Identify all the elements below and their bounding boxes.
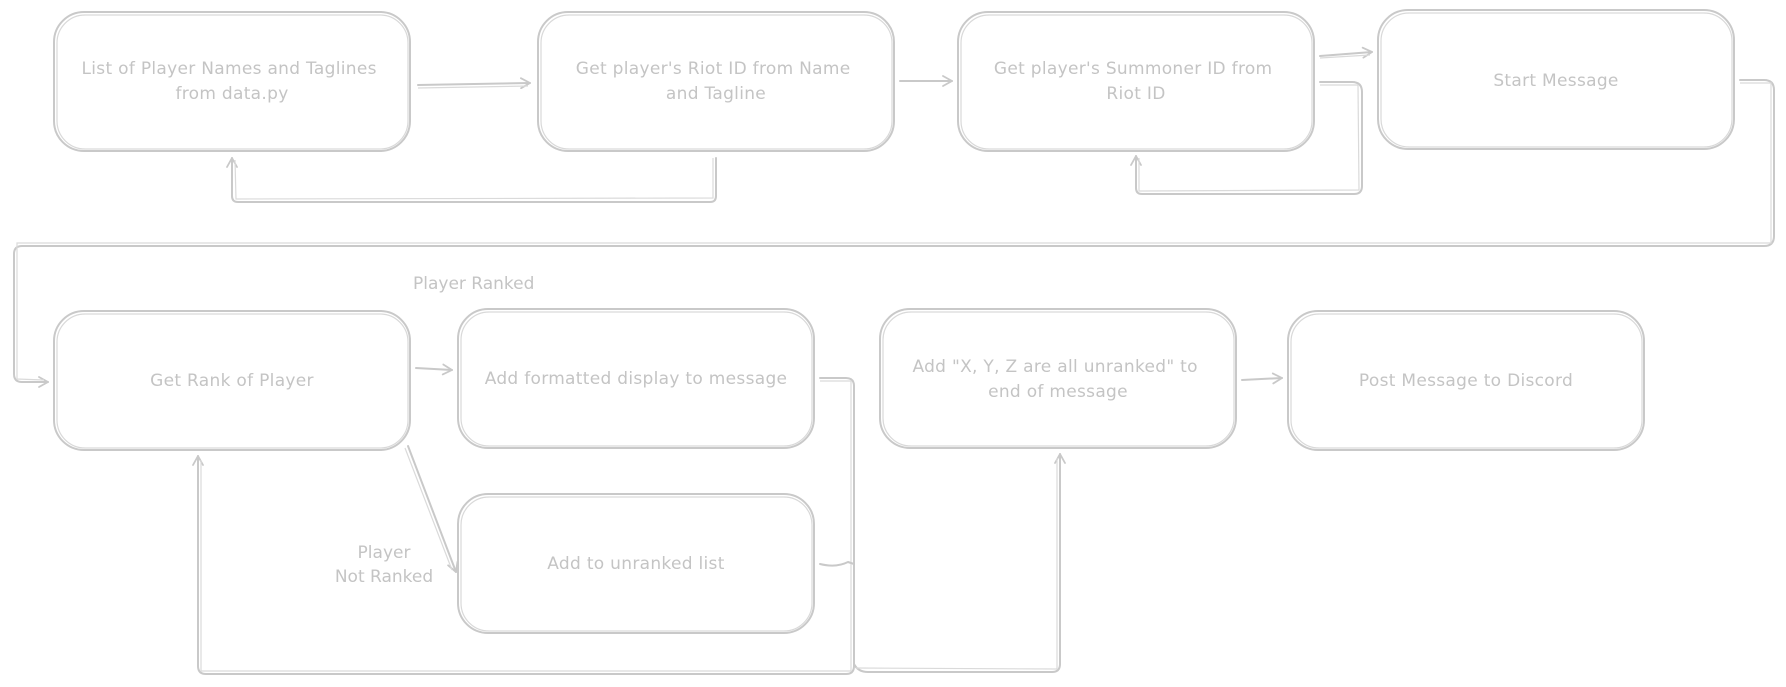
label-player-not-ranked-line2: Not Ranked [335,567,433,587]
node-add-unranked-text: Add "X, Y, Z are all unranked" to end of… [879,308,1237,449]
node-start-message-text: Start Message [1493,71,1618,91]
node-add-unranked-list-text: Add to unranked list [547,554,724,574]
edge-list-to-riot-id [417,77,531,90]
node-get-riot-id-text: Get player's Riot ID from Name and Tagli… [576,59,856,104]
node-list-players-text: List of Player Names and Taglines from d… [82,59,383,104]
node-get-rank-text: Get Rank of Player [150,371,314,391]
node-get-riot-id: Get player's Riot ID from Name and Tagli… [537,11,895,152]
edge-rank-to-unranked-list [404,445,459,573]
node-add-formatted-text: Add formatted display to message [485,369,788,389]
edge-summoner-id-loop-back [1130,81,1363,195]
label-player-ranked: Player Ranked [413,274,534,294]
node-list-players: List of Player Names and Taglines from d… [53,11,411,152]
node-add-formatted: Add formatted display to message [457,308,815,449]
node-add-unranked-list: Add to unranked list [457,493,815,634]
edge-summoner-id-to-start [1319,46,1373,59]
edge-formatted-loop-back [192,377,855,675]
edge-unranked-list-join [819,561,855,567]
node-get-summoner-id-text: Get player's Summoner ID from Riot ID [994,59,1278,104]
edge-start-to-get-rank [13,79,1775,388]
edge-rank-to-formatted [415,363,453,376]
node-get-summoner-id: Get player's Summoner ID from Riot ID [957,11,1315,152]
edge-unranked-text-to-discord [1241,372,1283,385]
node-add-unranked-text-text: Add "X, Y, Z are all unranked" to end of… [912,357,1203,402]
node-get-rank: Get Rank of Player [53,310,411,451]
label-player-not-ranked-line1: Player [358,543,411,563]
edge-to-add-unranked-text [853,453,1066,673]
node-post-discord-text: Post Message to Discord [1359,371,1573,391]
edge-riot-id-loop-back [226,157,717,203]
node-post-discord: Post Message to Discord [1287,310,1645,451]
node-start-message: Start Message [1377,9,1735,150]
